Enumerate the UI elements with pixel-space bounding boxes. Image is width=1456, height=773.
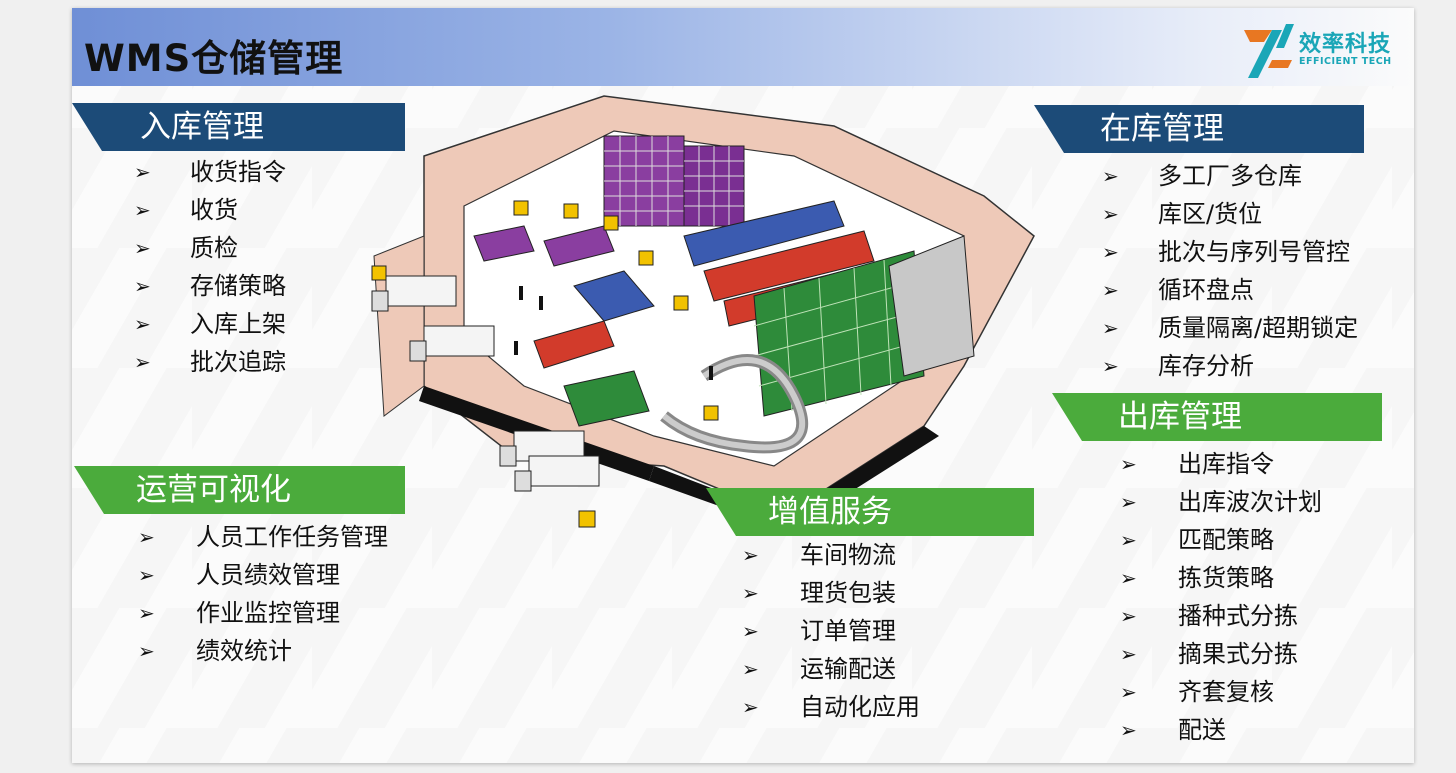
logo-chinese-text: 效率科技 [1299, 32, 1392, 57]
inventory-banner: 在库管理 [1034, 105, 1364, 153]
bullet-arrow-icon: ➢ [1120, 490, 1137, 514]
bullet-arrow-icon: ➢ [134, 350, 151, 374]
bullet-arrow-icon: ➢ [1102, 354, 1119, 378]
value-added-title: 增值服务 [768, 494, 892, 530]
bullet-arrow-icon: ➢ [742, 543, 759, 567]
outbound-title: 出库管理 [1118, 399, 1242, 435]
bullet-arrow-icon: ➢ [134, 274, 151, 298]
bullet-arrow-icon: ➢ [134, 236, 151, 260]
bullet-arrow-icon: ➢ [1102, 278, 1119, 302]
truck-icon [371, 275, 600, 492]
bullet-arrow-icon: ➢ [138, 639, 155, 663]
page-title: WMS仓储管理 [84, 37, 344, 80]
bullet-arrow-icon: ➢ [134, 312, 151, 336]
logo-english-text: EFFICIENT TECH [1299, 56, 1392, 67]
bullet-arrow-icon: ➢ [1120, 604, 1137, 628]
worker-icon [514, 286, 713, 380]
value-added-banner: 增值服务 [706, 488, 1034, 536]
purple-rack-icon [603, 135, 745, 227]
bullet-arrow-icon: ➢ [1120, 642, 1137, 666]
green-rack-icon [563, 235, 975, 427]
inbound-title: 入库管理 [140, 109, 264, 145]
operations-banner: 运营可视化 [74, 466, 405, 514]
bullet-arrow-icon: ➢ [134, 160, 151, 184]
bullet-arrow-icon: ➢ [134, 198, 151, 222]
slide: WMS仓储管理 效率科技 EFFICIENT TECH [72, 8, 1414, 763]
bullet-arrow-icon: ➢ [138, 563, 155, 587]
bullet-arrow-icon: ➢ [1102, 316, 1119, 340]
header-bar: WMS仓储管理 效率科技 EFFICIENT TECH [72, 8, 1414, 86]
bullet-arrow-icon: ➢ [1120, 566, 1137, 590]
company-logo: 效率科技 EFFICIENT TECH [1242, 20, 1412, 82]
bullet-arrow-icon: ➢ [1102, 202, 1119, 226]
bullet-arrow-icon: ➢ [742, 657, 759, 681]
bullet-arrow-icon: ➢ [1120, 528, 1137, 552]
inventory-title: 在库管理 [1100, 111, 1224, 147]
bullet-arrow-icon: ➢ [138, 525, 155, 549]
bullet-arrow-icon: ➢ [138, 601, 155, 625]
bullet-arrow-icon: ➢ [1102, 240, 1119, 264]
bullet-arrow-icon: ➢ [1120, 718, 1137, 742]
bullet-arrow-icon: ➢ [1120, 452, 1137, 476]
forklift-icon [371, 200, 719, 528]
bullet-arrow-icon: ➢ [742, 695, 759, 719]
inbound-banner: 入库管理 [72, 103, 405, 151]
bullet-arrow-icon: ➢ [742, 581, 759, 605]
bullet-arrow-icon: ➢ [1102, 164, 1119, 188]
logo-mark-icon [1244, 24, 1294, 78]
bullet-arrow-icon: ➢ [1120, 680, 1137, 704]
outbound-banner: 出库管理 [1052, 393, 1382, 441]
bullet-arrow-icon: ➢ [742, 619, 759, 643]
blue-rack-icon [573, 200, 845, 322]
operations-title: 运营可视化 [136, 472, 291, 508]
warehouse-illustration [371, 95, 1035, 531]
